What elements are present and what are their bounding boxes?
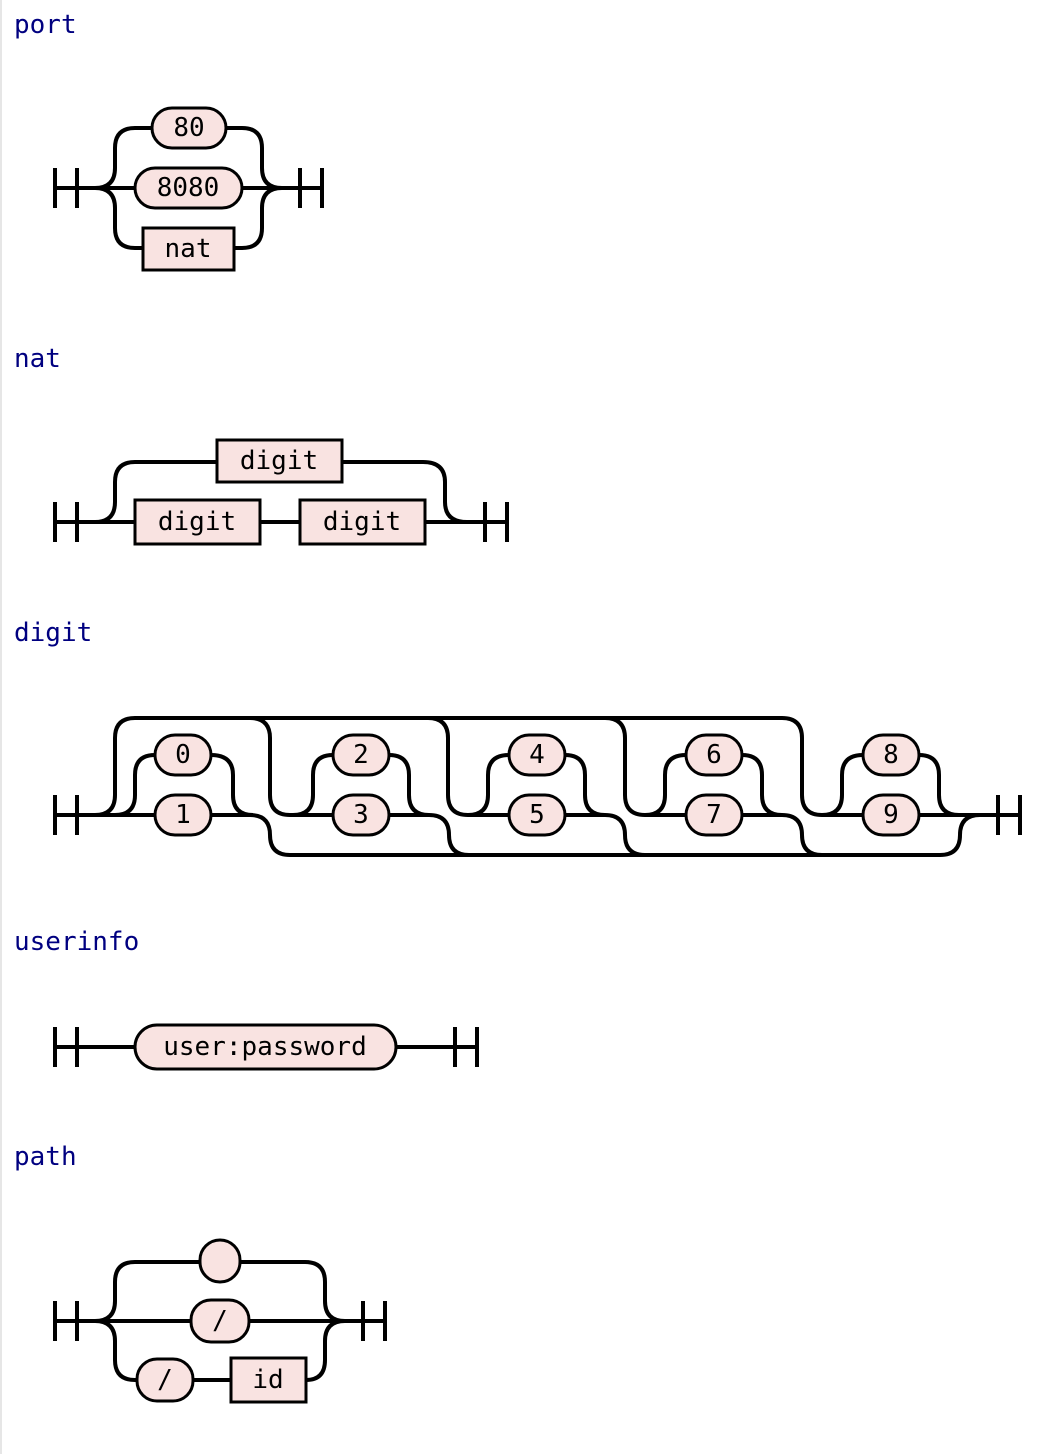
svg-text:80: 80: [173, 113, 204, 143]
nonterminal-id: id: [229, 1356, 308, 1404]
svg-text:nat: nat: [165, 234, 212, 264]
rule-title-digit: digit: [14, 618, 93, 648]
terminal-slash: /: [189, 1298, 251, 1344]
svg-text:digit: digit: [240, 446, 318, 476]
svg-text:id: id: [252, 1365, 283, 1395]
nonterminal-digit-first: digit: [133, 498, 262, 546]
svg-text:digit: digit: [158, 507, 236, 537]
terminal-slash-seq: /: [135, 1357, 195, 1403]
group-6-7: [644, 753, 783, 817]
bottom-joins: [428, 813, 823, 857]
terminal-5: 5: [507, 793, 567, 837]
diagram-nat: digit digit digit: [53, 438, 509, 546]
group-8-9: [821, 753, 998, 817]
nonterminal-digit-second: digit: [298, 498, 427, 546]
start-bar: [53, 502, 79, 542]
terminal-user-password: user:password: [133, 1023, 398, 1071]
bottom-loop: [249, 813, 981, 857]
branch-up-right: [226, 126, 283, 190]
loop-over: [94, 460, 468, 524]
svg-text:digit: digit: [323, 507, 401, 537]
svg-text:3: 3: [353, 800, 369, 830]
end-bar: [996, 795, 1022, 835]
start-bar: [53, 795, 79, 835]
svg-text:/: /: [157, 1365, 173, 1395]
terminal-8: 8: [861, 733, 921, 777]
group-4-5: [467, 753, 606, 817]
svg-text:6: 6: [706, 740, 722, 770]
group-2-3: [292, 753, 430, 817]
terminal-1: 1: [153, 793, 213, 837]
svg-text:4: 4: [529, 740, 545, 770]
start-bar: [53, 168, 79, 208]
nonterminal-nat: nat: [141, 226, 236, 272]
terminal-80: 80: [150, 106, 228, 150]
rule-title-userinfo: userinfo: [14, 927, 140, 957]
terminal-8080: 8080: [133, 166, 244, 210]
rule-title-path: path: [14, 1142, 77, 1172]
svg-text:7: 7: [706, 800, 722, 830]
svg-text:2: 2: [353, 740, 369, 770]
sep-b: [427, 716, 509, 817]
branch-up-left: [94, 126, 152, 190]
svg-text:8: 8: [883, 740, 899, 770]
rule-title-port: port: [14, 10, 77, 40]
terminal-3: 3: [331, 793, 391, 837]
end-bar: [298, 168, 324, 208]
terminal-empty: [198, 1238, 242, 1284]
diagram-port: 80 8080 nat: [53, 106, 324, 272]
branch-up: [94, 1260, 346, 1323]
sep-a: [249, 716, 333, 817]
svg-text:user:password: user:password: [163, 1032, 367, 1062]
terminal-6: 6: [684, 733, 744, 777]
nonterminal-digit-top: digit: [215, 438, 344, 484]
svg-text:/: /: [212, 1306, 228, 1336]
svg-text:0: 0: [175, 740, 191, 770]
svg-text:5: 5: [529, 800, 545, 830]
terminal-4: 4: [507, 733, 567, 777]
diagram-path: / / id: [53, 1238, 387, 1404]
end-bar: [453, 1027, 479, 1067]
start-bar: [53, 1027, 79, 1067]
terminal-2: 2: [331, 733, 391, 777]
end-bar: [483, 502, 509, 542]
terminal-7: 7: [684, 793, 744, 837]
left-rule-line: [0, 0, 2, 1454]
branch-down-left: [94, 186, 143, 250]
svg-text:9: 9: [883, 800, 899, 830]
svg-text:8080: 8080: [157, 173, 220, 203]
diagram-userinfo: user:password: [53, 1023, 479, 1071]
branch-down-right: [234, 186, 283, 250]
top-loop: [94, 716, 823, 817]
start-bar: [53, 1301, 79, 1341]
terminal-0: 0: [153, 733, 213, 777]
sep-c: [604, 716, 686, 817]
diagram-digit: 0 1 2 3 4 5 6 7 8 9: [53, 716, 1022, 857]
svg-text:1: 1: [175, 800, 191, 830]
group-0-1: [114, 753, 254, 817]
branch-down: [94, 1319, 346, 1382]
terminal-9: 9: [861, 793, 921, 837]
end-bar: [361, 1301, 387, 1341]
rule-title-nat: nat: [14, 344, 61, 374]
